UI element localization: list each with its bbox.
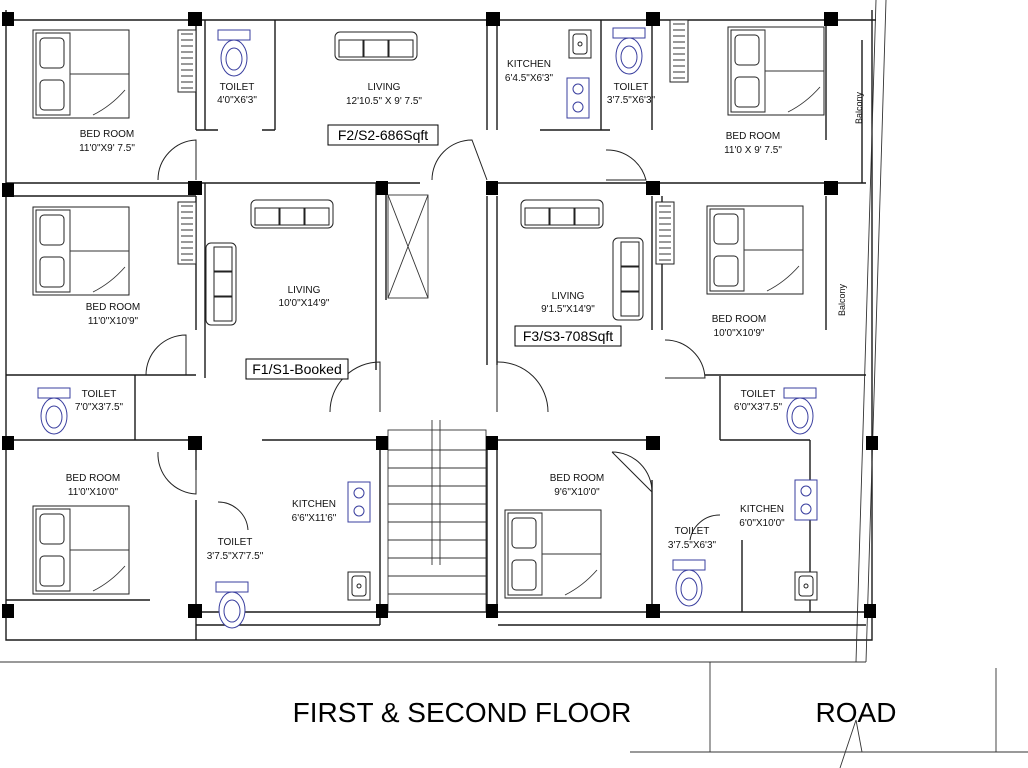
room-name: LIVING	[552, 291, 585, 302]
room-dimensions: 11'0"X10'0"	[68, 487, 119, 498]
wardrobe-icon	[177, 29, 197, 93]
bed-icon	[32, 505, 130, 595]
bed-icon	[727, 26, 825, 116]
bed-icon	[504, 509, 602, 599]
flat-tags: F2/S2-686Sqft F1/S1-Booked F3/S3-708Sqft	[245, 124, 622, 380]
room-dimensions: 3'7.5"X6'3"	[607, 95, 656, 106]
room-name: BED ROOM	[550, 473, 604, 484]
room-dimensions: 6'0"X10'0"	[739, 518, 785, 529]
toilet-icon	[612, 27, 646, 75]
duct	[387, 194, 429, 299]
outer-wall	[5, 10, 873, 641]
room-name: LIVING	[368, 82, 401, 93]
room-dimensions: 9'1.5"X14'9"	[541, 304, 595, 315]
room-dimensions: 10'0"X10'9"	[714, 328, 765, 339]
room-dimensions: 6'6"X11'6"	[292, 513, 337, 524]
toilet-icon	[672, 559, 706, 607]
sink-icon	[347, 571, 371, 601]
flat-tag-f2: F2/S2-686Sqft	[338, 127, 428, 143]
room-name: BED ROOM	[726, 131, 780, 142]
room-name: BED ROOM	[712, 314, 766, 325]
toilet-icon	[217, 29, 251, 77]
flat-tag-f1: F1/S1-Booked	[252, 361, 342, 377]
room-name: BED ROOM	[80, 129, 134, 140]
sofa-icon	[250, 199, 334, 229]
bed-icon	[32, 29, 130, 119]
road-area	[630, 662, 1028, 768]
room-dimensions: 3'7.5"X6'3"	[668, 540, 717, 551]
flat-tag-f3: F3/S3-708Sqft	[523, 328, 613, 344]
room-name: TOILET	[741, 389, 776, 400]
staircase	[387, 420, 487, 613]
balcony-label: Balcony	[837, 283, 847, 316]
room-dimensions: 6'0"X3'7.5"	[734, 402, 783, 413]
interior-walls	[6, 19, 876, 626]
sofa-icon	[520, 199, 604, 229]
room-dimensions: 9'6"X10'0"	[554, 487, 600, 498]
wardrobe-icon	[177, 201, 197, 265]
stove-icon	[347, 481, 371, 523]
room-dimensions: 11'0 X 9' 7.5"	[724, 145, 782, 156]
room-dimensions: 11'0"X10'9"	[88, 316, 139, 327]
room-name: TOILET	[218, 537, 253, 548]
room-name: KITCHEN	[292, 499, 336, 510]
plot-line	[0, 0, 887, 663]
bed-icon	[706, 205, 804, 295]
toilet-icon	[37, 387, 71, 435]
room-dimensions: 12'10.5" X 9' 7.5"	[346, 96, 422, 107]
road-label: ROAD	[816, 697, 897, 728]
room-dimensions: 11'0"X9' 7.5"	[79, 143, 135, 154]
room-name: BED ROOM	[86, 302, 140, 313]
sink-icon	[794, 571, 818, 601]
sofa-icon	[612, 237, 644, 321]
room-name: TOILET	[82, 389, 117, 400]
room-name: TOILET	[675, 526, 710, 537]
room-name: KITCHEN	[507, 59, 551, 70]
room-name: TOILET	[220, 82, 255, 93]
toilet-icon	[215, 581, 249, 629]
room-name: KITCHEN	[740, 504, 784, 515]
room-name: TOILET	[614, 82, 649, 93]
room-labels: BED ROOM 11'0"X9' 7.5" TOILET 4'0"X6'3" …	[66, 59, 864, 562]
room-dimensions: 6'4.5"X6'3"	[505, 73, 554, 84]
columns	[2, 12, 878, 618]
sofa-icon	[205, 242, 237, 326]
stove-icon	[794, 479, 818, 521]
room-dimensions: 7'0"X3'7.5"	[75, 402, 124, 413]
sofa-icon	[334, 31, 418, 61]
room-name: LIVING	[288, 285, 321, 296]
toilet-icon	[783, 387, 817, 435]
room-dimensions: 4'0"X6'3"	[217, 95, 257, 106]
stove-icon	[566, 77, 590, 119]
balcony-label: Balcony	[854, 91, 864, 124]
room-name: BED ROOM	[66, 473, 120, 484]
doors	[145, 139, 721, 541]
sink-icon	[568, 29, 592, 59]
wardrobe-icon	[669, 19, 689, 83]
floor-title: FIRST & SECOND FLOOR	[293, 697, 632, 728]
bed-icon	[32, 206, 130, 296]
room-dimensions: 3'7.5"X7'7.5"	[207, 551, 264, 562]
room-dimensions: 10'0"X14'9"	[279, 298, 330, 309]
wardrobe-icon	[655, 201, 675, 265]
